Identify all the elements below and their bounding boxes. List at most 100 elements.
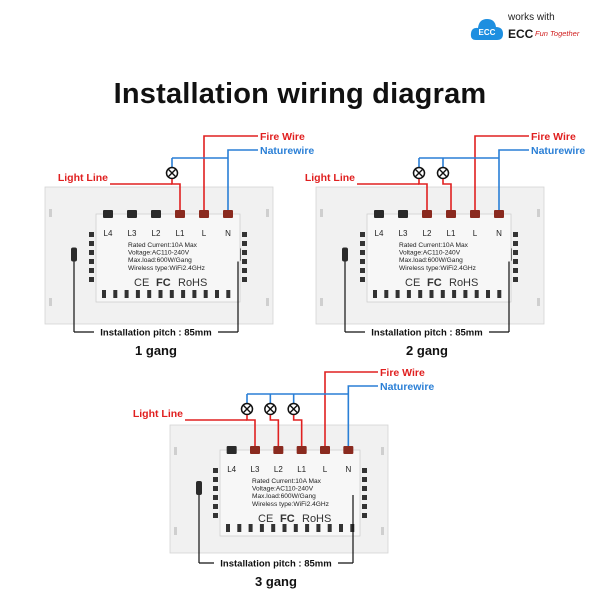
- vent-slot: [463, 290, 468, 298]
- vent-slot: [89, 277, 94, 282]
- terminal-label: L4: [227, 465, 236, 474]
- vent-slot: [513, 277, 518, 282]
- switch-body: [366, 213, 512, 303]
- vent-slot: [360, 268, 365, 273]
- nature-wire: [498, 149, 529, 210]
- vent-slot: [452, 290, 457, 298]
- vent-slot: [440, 290, 445, 298]
- cert-mark: RoHS: [449, 277, 478, 289]
- vent-slot: [293, 524, 298, 532]
- brand-name: ECC: [508, 27, 534, 41]
- vent-slot: [360, 241, 365, 246]
- vent-slot: [316, 524, 321, 532]
- vent-slot: [429, 290, 434, 298]
- vent-slot: [242, 268, 247, 273]
- terminal-label: L3: [128, 229, 137, 238]
- terminal-screw: [103, 210, 113, 218]
- vent-slot: [203, 290, 208, 298]
- pitch-label: Installation pitch : 85mm: [100, 328, 211, 339]
- vent-slot: [213, 486, 218, 491]
- spec-line: Rated Current:10A Max: [128, 242, 198, 249]
- vent-slot: [213, 513, 218, 518]
- spec-line: Wireless type:WiFi2.4GHz: [399, 265, 476, 272]
- vent-slot: [113, 290, 118, 298]
- terminal-screw: [250, 446, 260, 454]
- spec-line: Wireless type:WiFi2.4GHz: [252, 501, 329, 508]
- vent-slot: [305, 524, 310, 532]
- pitch-label: Installation pitch : 85mm: [371, 328, 482, 339]
- cert-mark: CE: [405, 277, 420, 289]
- lamp-cross: [242, 404, 252, 414]
- terminal-label: N: [496, 229, 502, 238]
- brand-tagline: Fun Together: [535, 29, 580, 38]
- terminal-screw: [199, 210, 209, 218]
- vent-slot: [282, 524, 287, 532]
- terminal-label: L: [473, 229, 478, 238]
- vent-slot: [226, 290, 231, 298]
- cert-mark: FC: [427, 277, 442, 289]
- terminal-screw: [446, 210, 456, 218]
- lamp-icon: [287, 402, 300, 416]
- vent-slot: [327, 524, 332, 532]
- vent-slot: [271, 524, 276, 532]
- plate-mark: [320, 298, 323, 306]
- lamp-cross: [167, 168, 177, 178]
- vent-slot: [406, 290, 411, 298]
- brand-logo-text: ECC: [479, 28, 496, 37]
- vent-slot: [362, 468, 367, 473]
- vent-slot: [89, 259, 94, 264]
- spec-line: Voltage:AC110-240V: [252, 486, 314, 493]
- lamp-cross: [289, 404, 298, 414]
- vent-slot: [360, 277, 365, 282]
- vent-slot: [213, 495, 218, 500]
- vent-slot: [102, 290, 106, 298]
- spec-line: Max.load:600W/Gang: [128, 257, 192, 264]
- vent-slot: [237, 524, 242, 532]
- vent-slot: [513, 268, 518, 273]
- fire-wire: [203, 135, 258, 210]
- light-line-label: Light Line: [305, 172, 355, 184]
- spec-line: Voltage:AC110-240V: [128, 250, 190, 257]
- terminal-screw: [343, 446, 354, 454]
- terminal-screw: [374, 210, 384, 218]
- terminal-label: L2: [274, 465, 283, 474]
- fire-wire: [324, 371, 378, 446]
- terminal-label: L4: [104, 229, 113, 238]
- light-line-wire: [269, 415, 280, 446]
- terminal-screw: [151, 210, 161, 218]
- vent-slot: [259, 524, 264, 532]
- page-title: Installation wiring diagram: [113, 78, 487, 110]
- vent-slot: [418, 290, 423, 298]
- vent-slot: [513, 232, 518, 237]
- vent-slot: [474, 290, 479, 298]
- screw-hole: [196, 481, 202, 495]
- plate-mark: [266, 298, 269, 306]
- terminal-screw: [223, 210, 233, 218]
- light-line-label: Light Line: [58, 172, 108, 184]
- vent-slot: [89, 241, 94, 246]
- plate-mark: [537, 209, 540, 217]
- lamp-icon: [412, 166, 426, 180]
- pitch-label: Installation pitch : 85mm: [220, 559, 331, 570]
- cert-mark: FC: [156, 277, 171, 289]
- terminal-label: L3: [399, 229, 408, 238]
- terminal-screw: [422, 210, 432, 218]
- terminal-label: L: [323, 465, 328, 474]
- light-line-label: Light Line: [133, 408, 183, 420]
- plate-mark: [49, 209, 52, 217]
- vent-slot: [360, 250, 365, 255]
- switch-body: [219, 449, 361, 537]
- terminal-screw: [296, 446, 307, 454]
- fire-wire: [474, 135, 529, 210]
- plate-mark: [537, 298, 540, 306]
- terminal-screw: [127, 210, 137, 218]
- plate-mark: [381, 527, 384, 535]
- lamp-icon: [240, 402, 254, 416]
- terminal-label: L4: [375, 229, 384, 238]
- vent-slot: [513, 259, 518, 264]
- vent-slot: [242, 277, 247, 282]
- vent-slot: [124, 290, 129, 298]
- vent-slot: [362, 504, 367, 509]
- fire-wire-label: Fire Wire: [380, 367, 425, 379]
